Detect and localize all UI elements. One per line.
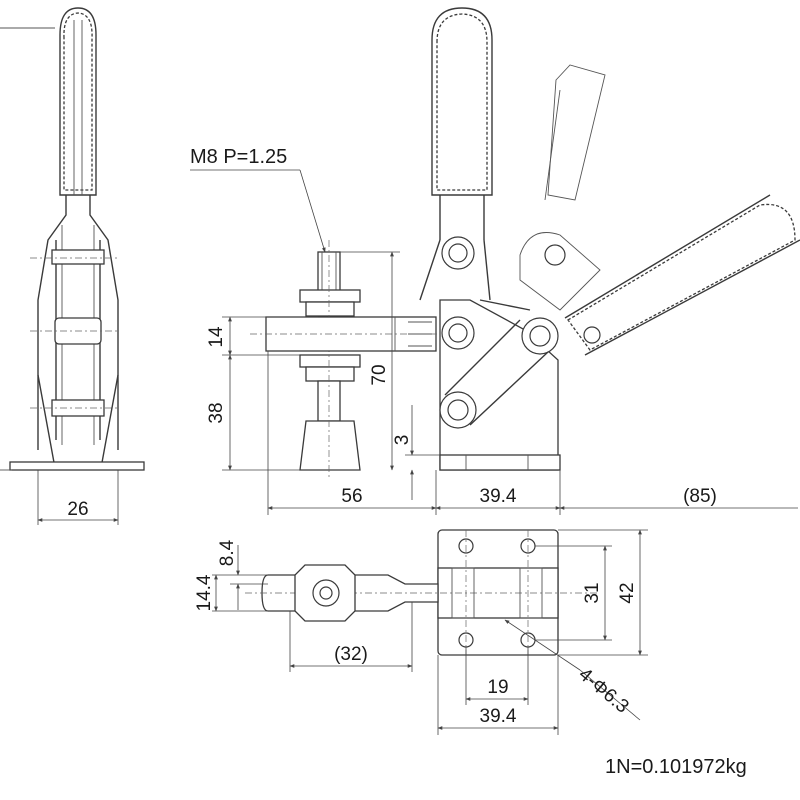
dim-hole-spacing-x: 19 xyxy=(487,677,508,698)
dim-base-width: 42 xyxy=(617,582,638,603)
dim-plan-width-small: 8.4 xyxy=(217,539,238,566)
thread-label: M8 P=1.25 xyxy=(190,146,287,168)
dim-hole-spacing-y: 31 xyxy=(582,582,603,603)
dim-plan-reach: (32) xyxy=(334,644,368,665)
dim-base-length: 39.4 xyxy=(480,486,517,507)
front-view: M8 P=1.25 xyxy=(190,7,800,515)
dim-base-thickness: 3 xyxy=(392,435,413,446)
conversion-note: 1N=0.101972kg xyxy=(605,756,747,778)
dim-overall-height: 70 xyxy=(369,364,390,385)
dim-handle-travel: (85) xyxy=(683,486,717,507)
dim-spindle-offset: 14 xyxy=(206,326,227,348)
dim-plan-width: 14.4 xyxy=(194,574,215,611)
hole-callout: 4-Φ6.3 xyxy=(574,664,632,718)
dim-side-width: 26 xyxy=(67,499,88,520)
side-view: 26 xyxy=(0,7,145,525)
dim-spindle-height: 38 xyxy=(206,402,227,423)
dim-reach: 56 xyxy=(341,486,362,507)
plan-view: 8.4 14.4 (32) 31 42 4-Φ6.3 19 39.4 xyxy=(194,529,648,735)
dim-plan-base-length: 39.4 xyxy=(480,706,517,727)
